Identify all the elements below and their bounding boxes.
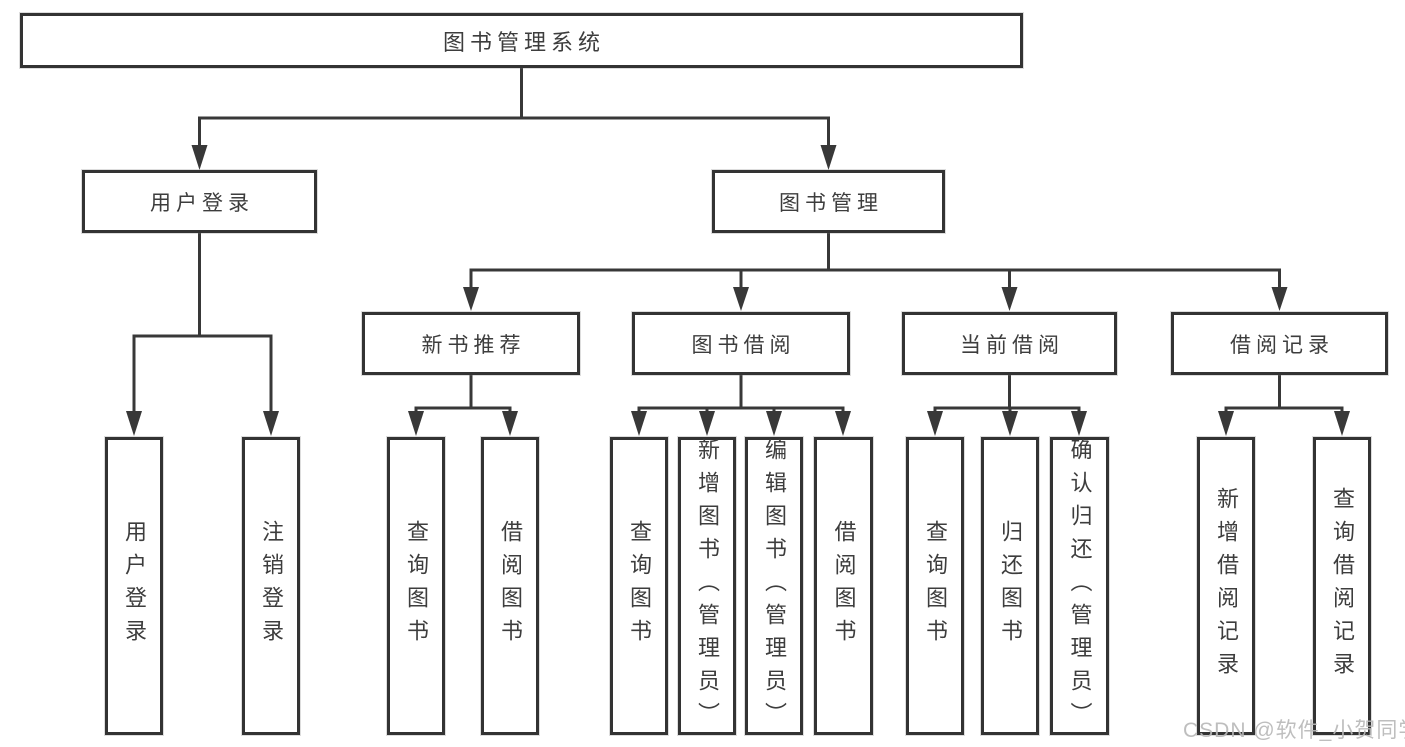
node-library-system-label: 图书管理系统 [442,29,605,55]
leaf-query-borrow-record-label: 查询借阅记录 [1330,487,1355,685]
leaf-query-book-current: 查询图书 [906,437,964,735]
connector-root-to-level2 [191,68,837,170]
node-current-borrowing-label: 当前借阅 [960,333,1064,357]
leaf-query-borrow-record: 查询借阅记录 [1313,437,1371,735]
leaf-borrow-book-recommend-label: 借阅图书 [498,520,523,652]
leaf-edit-book-admin-label: 编辑图书（管理员） [762,437,787,735]
leaf-logout: 注销登录 [242,437,300,735]
connector-new-book-children [408,375,518,436]
leaf-add-book-admin: 新增图书（管理员） [678,437,736,735]
leaf-user-login: 用户登录 [105,437,163,735]
node-book-management: 图书管理 [712,170,945,233]
leaf-logout-label: 注销登录 [259,520,284,652]
leaf-add-borrow-record: 新增借阅记录 [1197,437,1255,735]
node-borrowing-records-label: 借阅记录 [1230,333,1334,357]
leaf-query-book-recommend: 查询图书 [387,437,445,735]
node-book-borrowing-label: 图书借阅 [691,333,796,357]
leaf-query-book-borrow-label: 查询图书 [627,520,652,652]
leaf-user-login-label: 用户登录 [122,520,147,652]
node-borrowing-records: 借阅记录 [1171,312,1388,375]
csdn-watermark: CSDN @软件_小贺同学 [1183,719,1405,742]
leaf-query-book-recommend-label: 查询图书 [404,520,429,652]
connector-user-login-children [126,233,279,436]
node-new-book-recommend: 新书推荐 [362,312,580,375]
node-book-management-label: 图书管理 [779,191,883,215]
node-current-borrowing: 当前借阅 [902,312,1117,375]
leaf-confirm-return-admin-label: 确认归还（管理员） [1067,437,1093,735]
leaf-borrow-book-label: 借阅图书 [831,520,857,652]
node-new-book-recommend-label: 新书推荐 [421,333,526,357]
connector-current-borrow-children [927,375,1087,436]
leaf-query-book-borrow: 查询图书 [610,437,668,735]
node-user-login: 用户登录 [82,170,317,233]
node-user-login-label: 用户登录 [150,191,254,215]
leaf-query-book-current-label: 查询图书 [923,520,948,652]
node-book-borrowing: 图书借阅 [632,312,850,375]
leaf-return-book: 归还图书 [981,437,1039,735]
leaf-confirm-return-admin: 确认归还（管理员） [1050,437,1109,735]
leaf-return-book-label: 归还图书 [998,520,1023,652]
leaf-borrow-book: 借阅图书 [814,437,873,735]
connector-borrow-record-children [1218,375,1350,436]
leaf-add-book-admin-label: 新增图书（管理员） [695,437,720,735]
node-library-system: 图书管理系统 [20,13,1023,68]
leaf-edit-book-admin: 编辑图书（管理员） [745,437,803,735]
leaf-add-borrow-record-label: 新增借阅记录 [1214,487,1239,685]
connector-book-borrow-children [631,375,851,436]
connector-book-mgmt-children [463,233,1288,311]
leaf-borrow-book-recommend: 借阅图书 [481,437,539,735]
